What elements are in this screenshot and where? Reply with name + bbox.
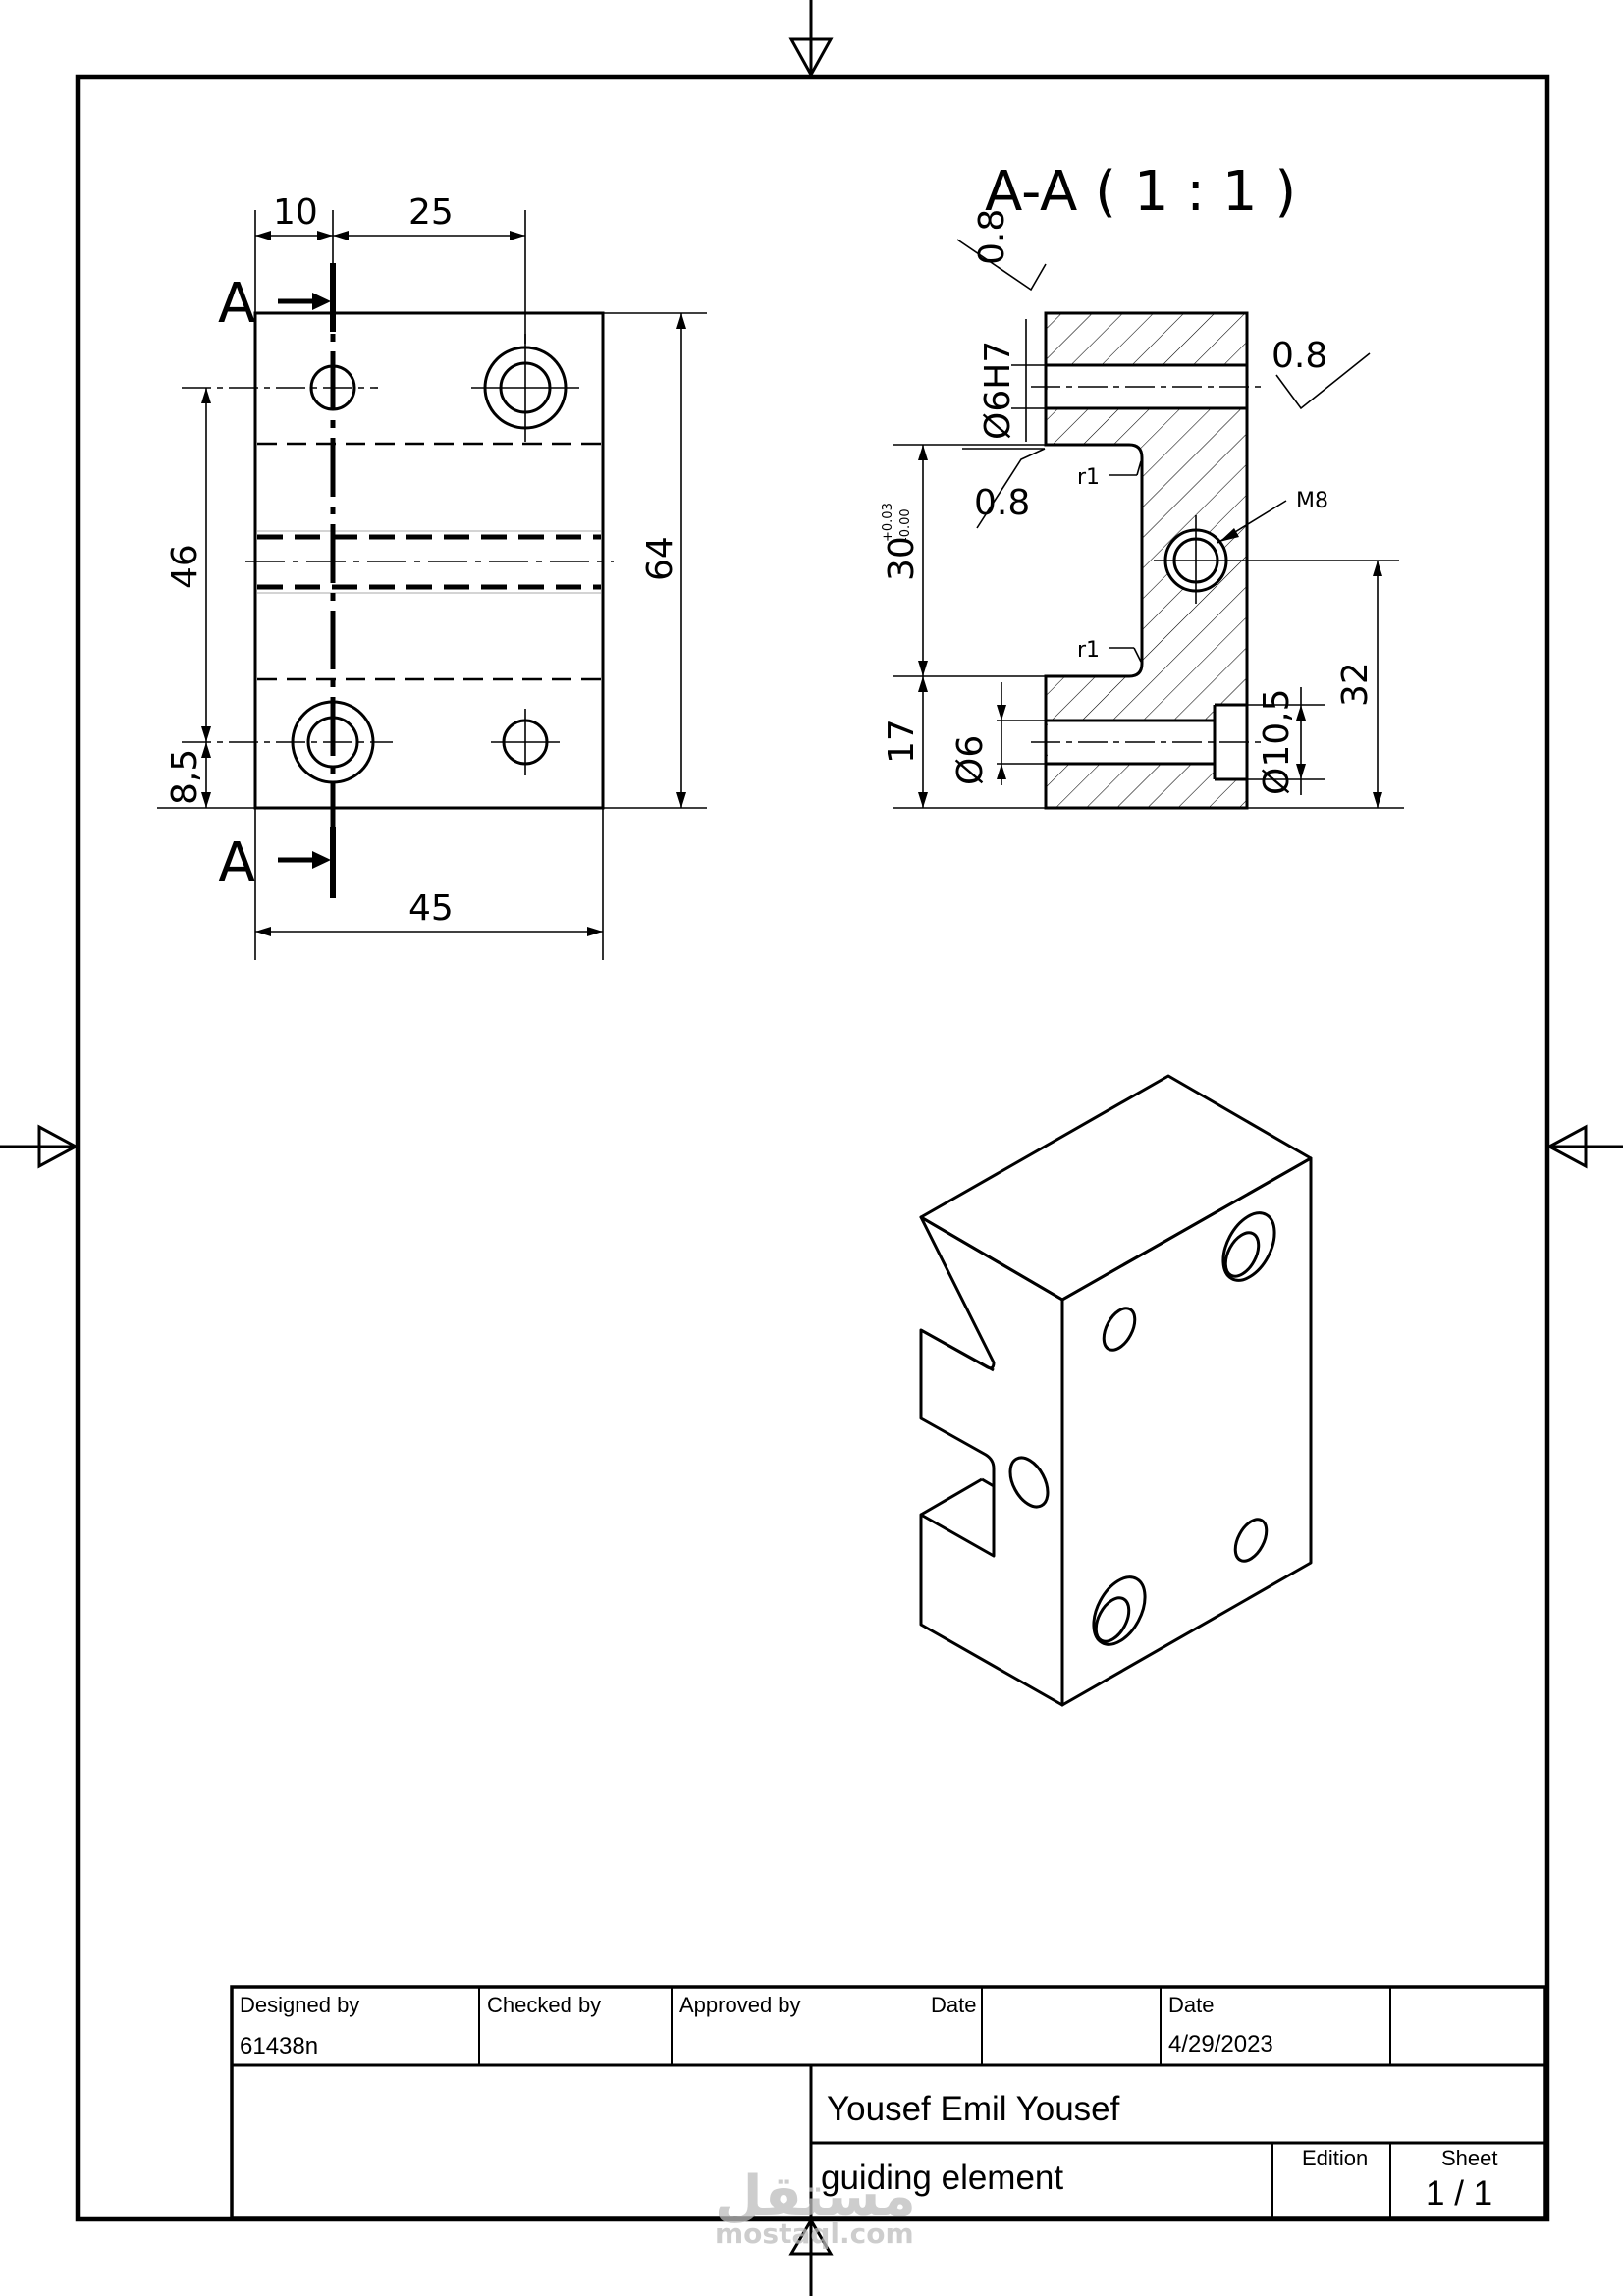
svg-text:32: 32 <box>1335 662 1376 707</box>
date-label: Date <box>1168 1993 1214 2017</box>
svg-text:45: 45 <box>408 888 454 929</box>
svg-text:مستقل: مستقل <box>715 2164 916 2228</box>
dimension-bore-6h7: Ø6H7 <box>978 319 1046 442</box>
iso-slot-hole <box>1008 1456 1050 1509</box>
iso-counterbore-bottom <box>1092 1575 1147 1646</box>
designed-by-value: 61438n <box>240 2033 318 2059</box>
author-name: Yousef Emil Yousef <box>827 2090 1120 2128</box>
svg-text:r1: r1 <box>1077 465 1100 490</box>
section-label-top: A <box>218 272 255 336</box>
dimension-slot-30: 30 +0.03 -0.00 <box>881 444 1046 677</box>
roughness-symbol-top: 0.8 <box>956 209 1047 292</box>
dimension-45: 45 <box>254 808 604 960</box>
date-value: 4/29/2023 <box>1168 2031 1273 2057</box>
section-view-title: A-A ( 1 : 1 ) <box>985 160 1296 224</box>
section-outline <box>1044 311 1249 810</box>
svg-text:30: 30 <box>882 536 922 581</box>
approved-date-label: Date <box>931 1993 976 2017</box>
centering-mark-top <box>788 0 834 79</box>
hole-top-left <box>182 364 378 411</box>
svg-text:Ø6H7: Ø6H7 <box>978 341 1018 440</box>
dimension-64: 64 <box>603 312 707 809</box>
edition-label: Edition <box>1302 2146 1368 2170</box>
sheet-label: Sheet <box>1441 2146 1498 2170</box>
thread-hole-m8: M8 <box>1154 489 1399 604</box>
svg-text:Ø10,5: Ø10,5 <box>1257 689 1297 796</box>
dimension-bore-6: Ø6 <box>950 682 1046 785</box>
dimension-counterbore-10-5: Ø10,5 <box>1247 687 1325 795</box>
svg-text:M8: M8 <box>1296 489 1328 513</box>
svg-text:17: 17 <box>882 719 922 764</box>
svg-text:Ø6: Ø6 <box>950 735 991 785</box>
svg-text:0.8: 0.8 <box>972 209 1012 265</box>
isometric-view <box>919 1074 1313 1707</box>
designed-by-label: Designed by <box>240 1993 359 2017</box>
iso-hole-top <box>1102 1307 1137 1352</box>
dimension-46: 46 <box>165 388 211 808</box>
section-arrow-top <box>278 293 331 310</box>
dimension-32: 32 <box>1247 561 1404 809</box>
checked-by-label: Checked by <box>487 1993 601 2017</box>
title-block: Designed by 61438n Checked by Approved b… <box>230 1985 1547 2220</box>
centering-mark-bottom <box>788 2217 834 2296</box>
approved-by-label: Approved by <box>679 1993 801 2017</box>
svg-text:r1: r1 <box>1077 638 1100 663</box>
fillet-note-top: r1 <box>1077 460 1142 490</box>
svg-text:mostaql.com: mostaql.com <box>715 2217 914 2250</box>
svg-text:+0.03: +0.03 <box>881 503 895 542</box>
mostaql-watermark: مستقل mostaql.com <box>715 2164 916 2250</box>
section-arrow-bottom <box>278 851 331 869</box>
front-view: A A 10 <box>157 192 707 960</box>
sheet-value: 1 / 1 <box>1426 2174 1492 2213</box>
dimension-25: 25 <box>333 192 526 344</box>
section-label-bottom: A <box>218 831 255 895</box>
centering-mark-left <box>0 1124 80 1169</box>
svg-text:0.8: 0.8 <box>1271 336 1327 376</box>
svg-text:0.8: 0.8 <box>974 483 1030 523</box>
section-hatch <box>1046 313 1247 808</box>
section-view: A-A ( 1 : 1 ) M8 <box>881 160 1404 810</box>
roughness-symbol-slot: 0.8 <box>962 448 1046 529</box>
fillet-note-bottom: r1 <box>1077 638 1142 663</box>
iso-counterbore-top <box>1221 1211 1276 1282</box>
roughness-symbol-right: 0.8 <box>1271 336 1371 410</box>
front-view-outline <box>253 311 605 810</box>
svg-text:46: 46 <box>165 544 205 589</box>
svg-text:64: 64 <box>640 536 680 581</box>
centering-mark-right <box>1545 1124 1623 1169</box>
counterbore-bottom-left <box>182 700 393 784</box>
iso-hole-bottom <box>1233 1518 1269 1563</box>
dimension-8-5: 8,5 <box>157 742 255 809</box>
dimension-10: 10 <box>254 192 334 313</box>
svg-text:8,5: 8,5 <box>165 749 205 805</box>
svg-text:-0.00: -0.00 <box>898 508 913 542</box>
part-name: guiding element <box>821 2159 1063 2197</box>
counterbore-top-right <box>471 334 579 442</box>
svg-text:25: 25 <box>408 192 454 233</box>
hole-bottom-right <box>491 709 560 775</box>
svg-text:10: 10 <box>273 192 318 233</box>
dimension-17: 17 <box>882 676 1046 809</box>
